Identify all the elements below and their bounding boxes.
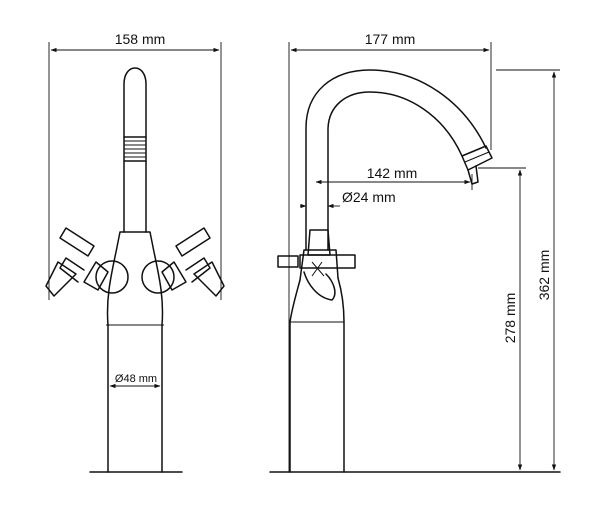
side-spout-diameter-dimension: Ø24 mm xyxy=(300,189,396,209)
front-width-label: 158 mm xyxy=(115,31,166,47)
side-reach-dimension: 142 mm xyxy=(315,165,473,190)
front-right-handle xyxy=(161,227,225,297)
front-width-dimension: 158 mm xyxy=(48,31,222,300)
side-spout-height-label: 278 mm xyxy=(502,293,518,344)
front-right-boss xyxy=(141,260,175,294)
front-view: 158 mm Ø48 mm xyxy=(45,31,225,473)
side-reach-label: 142 mm xyxy=(367,165,418,181)
front-spout xyxy=(123,67,147,233)
side-width-dimension: 177 mm xyxy=(288,31,492,472)
side-spout-diameter-label: Ø24 mm xyxy=(342,189,396,205)
front-base-column: Ø48 mm xyxy=(106,324,164,473)
side-lever xyxy=(277,229,356,301)
side-width-label: 177 mm xyxy=(365,31,416,47)
side-view: 177 mm 142 mm xyxy=(269,31,561,473)
side-base-column xyxy=(289,277,345,473)
front-body xyxy=(106,231,164,326)
side-spout-height-dimension: 278 mm xyxy=(478,167,526,471)
front-left-handle xyxy=(45,227,109,297)
front-left-boss xyxy=(95,260,129,294)
side-body xyxy=(299,249,339,281)
side-spout xyxy=(305,69,493,251)
front-base-diameter-label: Ø48 mm xyxy=(115,373,157,385)
side-total-height-label: 362 mm xyxy=(536,250,552,301)
side-total-height-dimension: 362 mm xyxy=(496,69,560,471)
